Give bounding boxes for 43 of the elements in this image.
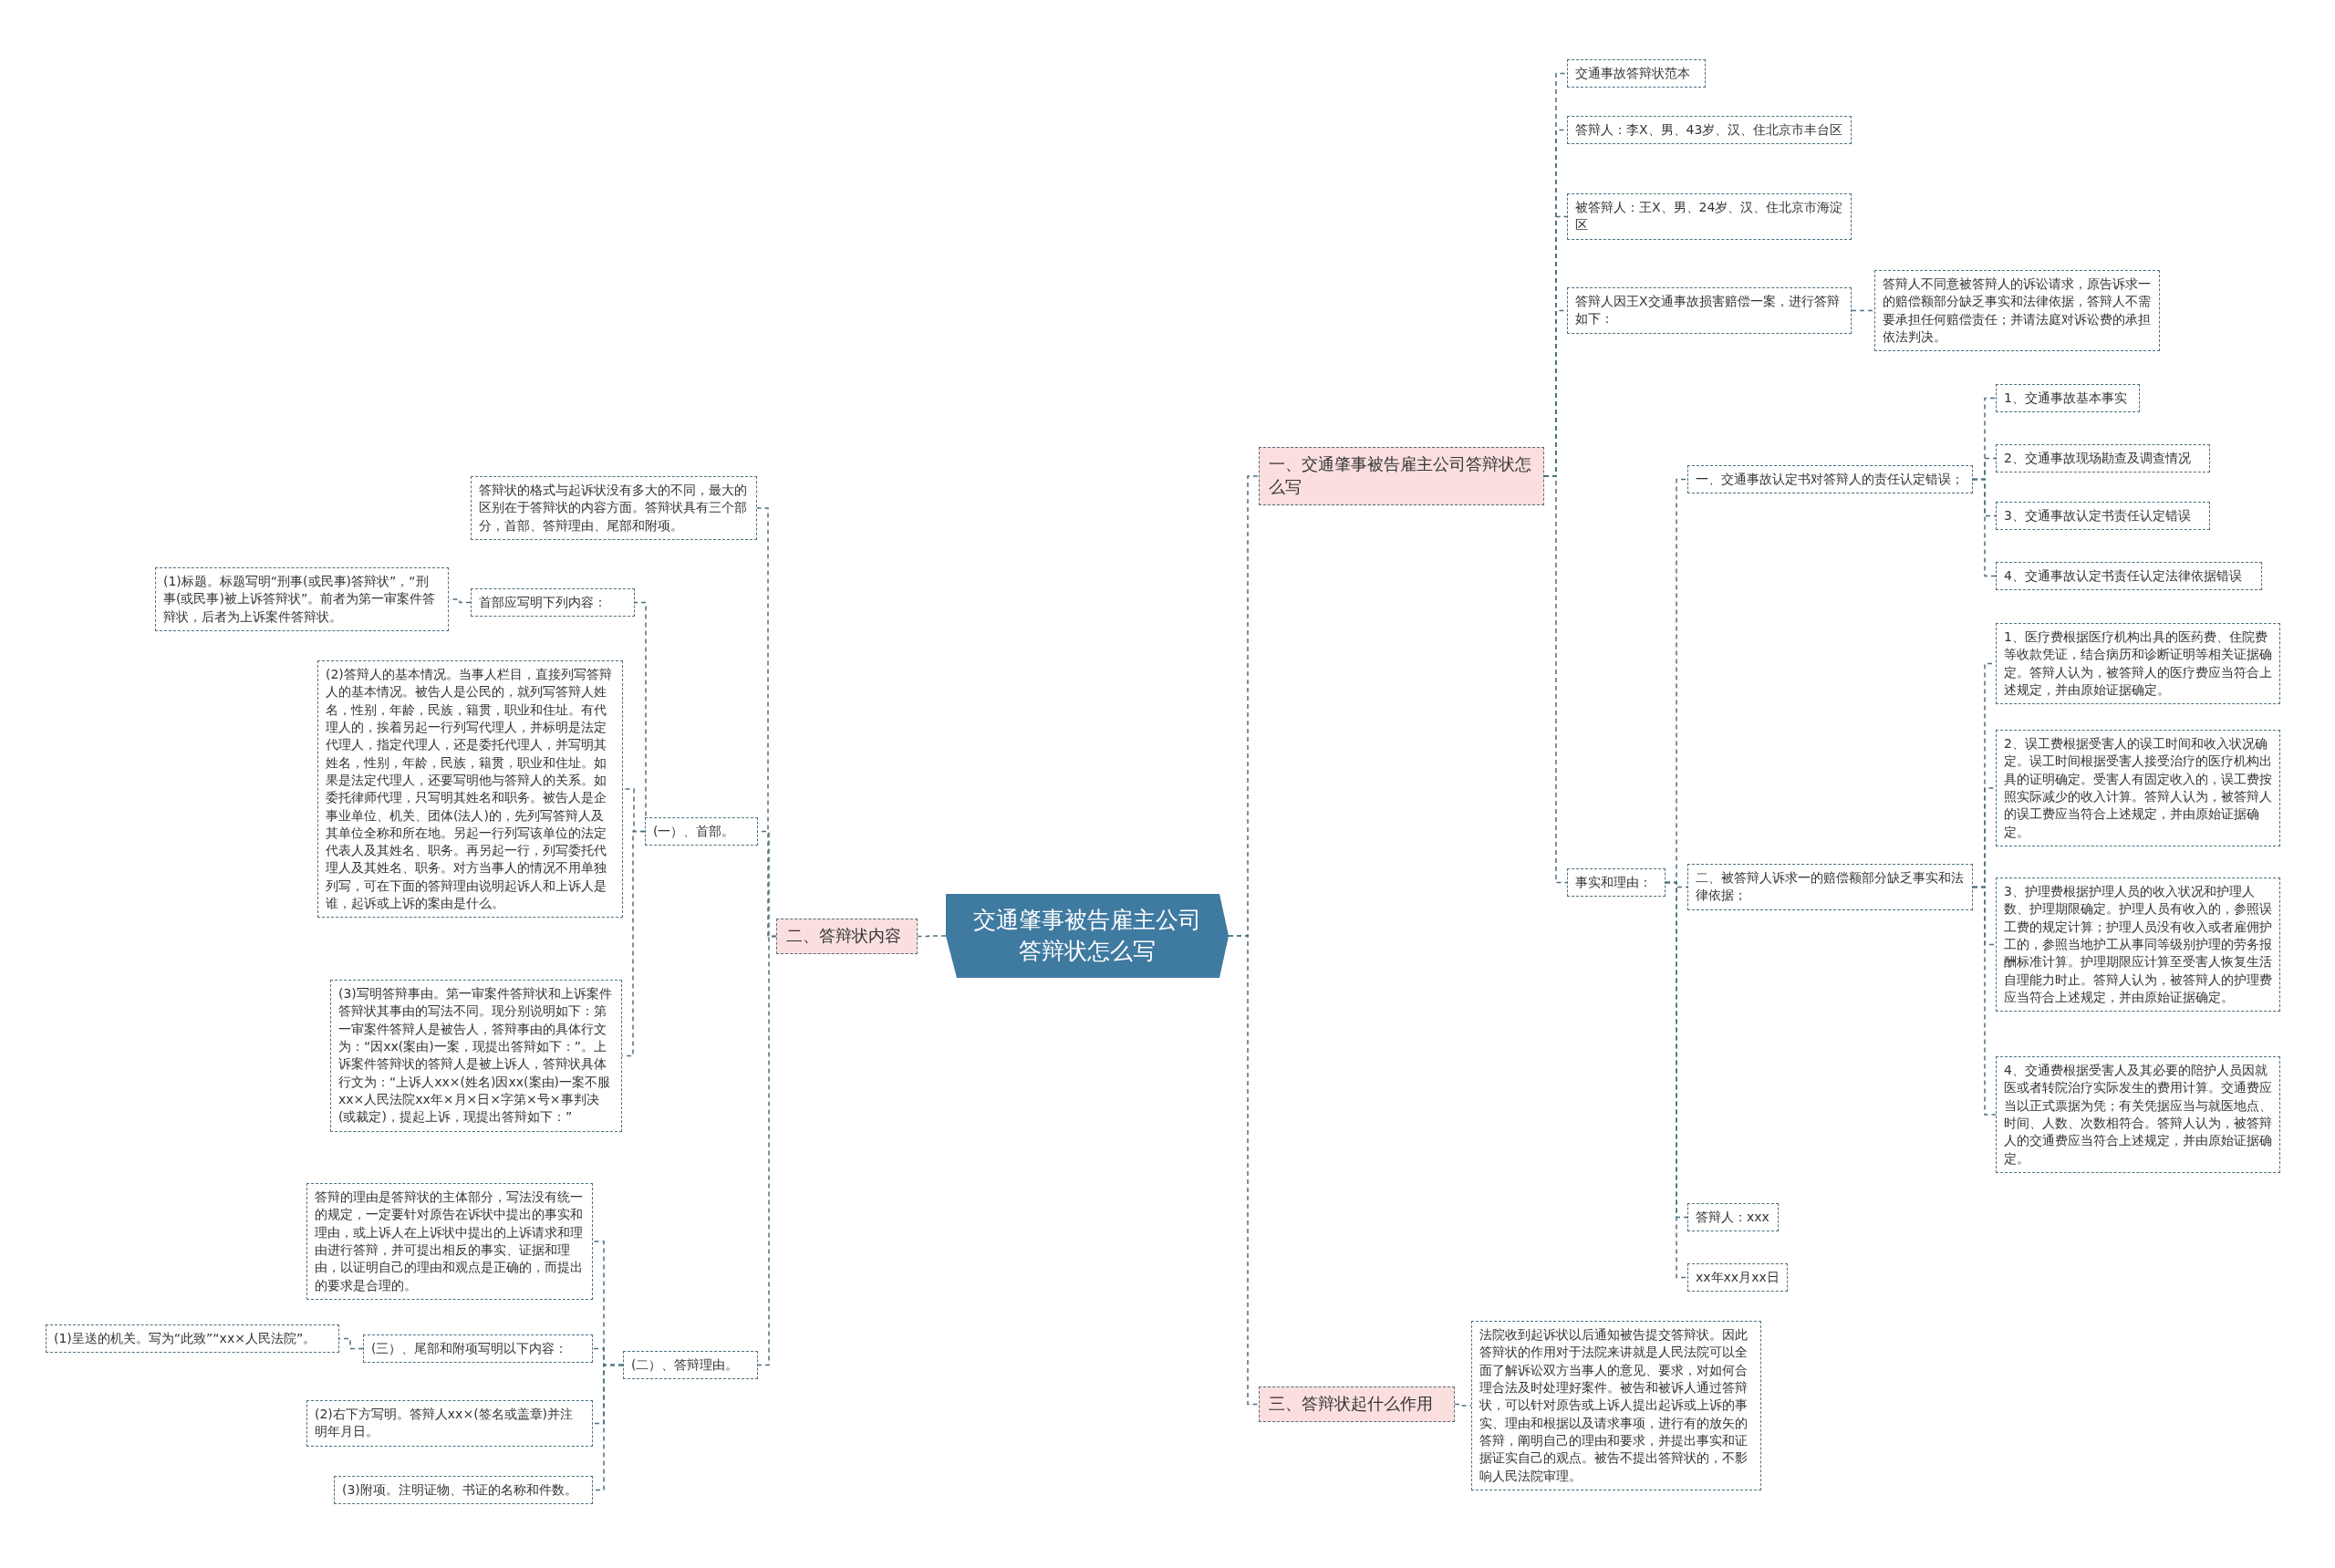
- topic-box: 一、交通事故认定书对答辩人的责任认定错误；: [1687, 465, 1973, 494]
- topic-box: 答辩人不同意被答辩人的诉讼请求，原告诉求一的赔偿额部分缺乏事实和法律依据，答辩人不需要承担任何赔偿责任；并请法庭对诉讼费的承担依法判决。: [1874, 270, 2160, 352]
- topic-box: 4、交通费根据受害人及其必要的陪护人员因就医或者转院治疗实际发生的费用计算。交通费应当以正式票据为凭；有关凭据应当与就医地点、时间、人数、次数相符合。答辩人认为，被答辩人的交通费应当符合上述规定，并由原始证据确定。: [1996, 1056, 2280, 1173]
- topic-box: 4、交通事故认定书责任认定法律依据错误: [1996, 562, 2262, 591]
- topic-box: 法院收到起诉状以后通知被告提交答辩状。因此答辩状的作用对于法院来讲就是人民法院可以全面了解诉讼双方当事人的意见、要求，对如何合理合法及时处理好案件。被告和被诉人通过答辩状，可以针对原告或上诉人提出起诉或上诉的事实、理由和根据以及请求事项，进行有的放矢的答辩，阐明自己的理由和要求，并提出事实和证据证实自己的观点。被告不提出答辩状的，不影响人民法院审理。: [1471, 1321, 1761, 1490]
- connector-line: [917, 935, 947, 938]
- topic-box: xx年xx月xx日: [1687, 1263, 1788, 1293]
- topic-box: 1、交通事故基本事实: [1996, 384, 2140, 413]
- topic-box: 答辩状的格式与起诉状没有多大的不同，最大的区别在于答辩状的内容方面。答辩状具有三个部分，首部、答辩理由、尾部和附项。: [471, 476, 757, 540]
- connector-line: [1972, 478, 1997, 577]
- connector-line: [1665, 881, 1688, 1279]
- central-topic: 交通肇事被告雇主公司答辩状怎么写: [946, 894, 1229, 978]
- topic-box: (2)右下方写明。答辩人xx×(签名或盖章)并注明年月日。: [306, 1400, 593, 1447]
- topic-box: 被答辩人：王X、男、24岁、汉、住北京市海淀区: [1567, 193, 1852, 240]
- branch-topic: 二、答辩状内容: [776, 919, 918, 954]
- topic-box: (3)附项。注明证物、书证的名称和件数。: [334, 1476, 593, 1505]
- topic-box: 答辩人：xxx: [1687, 1203, 1779, 1232]
- topic-box: 事实和理由：: [1567, 868, 1666, 898]
- topic-box: (2)答辩人的基本情况。当事人栏目，直接列写答辩人的基本情况。被告人是公民的，就列写答辩人姓名，性别，年龄，民族，籍贯，职业和住址。有代理人的，挨着另起一行列写代理人，并标明是法定代理人，指定代理人，还是委托代理人，并写明其姓名，性别，年龄，民族，籍贯，职业和住址。如果是法定代理人，还要写明他与答辩人的关系。如委托律师代理，只写明其姓名和职务。被告人是企事业单位、机关、团体(法人)的，先列写答辩人及其单位全称和所在地。另起一行列写该单位的法定代表人及其姓名、职务。再另起一行，列写委托代理人及其姓名、职务。对方当事人的情况不用单独列写，可在下面的答辩理由说明起诉人和上诉人是谁，起诉或上诉的案由是什么。: [317, 660, 623, 919]
- topic-box: (二）、答辩理由。: [623, 1351, 758, 1380]
- connector-line: [1851, 309, 1875, 312]
- branch-topic: 一、交通肇事被告雇主公司答辩状怎么写: [1259, 447, 1544, 505]
- connector-line: [757, 935, 777, 1366]
- topic-box: (3)写明答辩事由。第一审案件答辩状和上诉案件答辩状其事由的写法不同。现分别说明如下：第一审案件答辩人是被告人，答辩事由的具体行文为：“因xx(案由)一案，现提出答辩如下：”。上诉案件答辩状的答辩人是被上诉人，答辩状具体行文为：“上诉人xx×(姓名)因xx(案由)一案不服xx×人民法院xx年×月×日×字第×号×事判决(或裁定)，提起上诉，现提出答辩如下：”: [330, 980, 622, 1132]
- topic-box: 交通事故答辩状范本: [1567, 59, 1706, 88]
- topic-box: 二、被答辩人诉求一的赔偿额部分缺乏事实和法律依据；: [1687, 864, 1973, 910]
- topic-box: (三）、尾部和附项写明以下内容：: [363, 1334, 593, 1364]
- topic-box: 3、护理费根据护理人员的收入状况和护理人数、护理期限确定。护理人员有收入的，参照误工费的规定计算；护理人员没有收入或者雇佣护工的，参照当地护工从事同等级别护理的劳务报酬标准计算。护理期限应计算至受害人恢复生活自理能力时止。答辩人认为，被答辩人的护理费应当符合上述规定，并由原始证据确定。: [1996, 877, 2280, 1012]
- topic-box: (1)标题。标题写明“刑事(或民事)答辩状”，“刑事(或民事)被上诉答辩状”。前者为第一审案件答辩状，后者为上诉案件答辩状。: [155, 567, 449, 631]
- branch-topic: 三、答辩状起什么作用: [1259, 1386, 1455, 1422]
- topic-box: 1、医疗费根据医疗机构出具的医药费、住院费等收款凭证，结合病历和诊断证明等相关证据确定。答辩人认为，被答辩人的医疗费应当符合上述规定，并由原始证据确定。: [1996, 623, 2280, 705]
- connector-line: [1972, 886, 1997, 1116]
- topic-box: 答辩人因王X交通事故损害赔偿一案，进行答辩如下：: [1567, 287, 1852, 334]
- topic-box: 答辩人：李X、男、43岁、汉、住北京市丰台区: [1567, 116, 1852, 145]
- topic-box: 首部应写明下列内容：: [471, 588, 635, 618]
- topic-box: (一）、首部。: [645, 817, 758, 846]
- topic-box: (1)呈送的机关。写为“此致”“xx×人民法院”。: [46, 1324, 339, 1354]
- topic-box: 3、交通事故认定书责任认定错误: [1996, 502, 2210, 531]
- topic-box: 2、误工费根据受害人的误工时间和收入状况确定。误工时间根据受害人接受治疗的医疗机构出具的证明确定。受害人有固定收入的，误工费按照实际减少的收入计算。答辩人认为，被答辩人的误工费应当符合上述规定，并由原始证据确定。: [1996, 730, 2280, 846]
- connector-line: [1228, 935, 1260, 1406]
- connector-line: [1454, 1403, 1472, 1407]
- topic-box: 答辩的理由是答辩状的主体部分，写法没有统一的规定，一定要针对原告在诉状中提出的事实和理由，或上诉人在上诉状中提出的上诉请求和理由进行答辩，并可提出相反的事实、证据和理由，以证明自己的理由和观点是正确的，而提出的要求是合理的。: [306, 1183, 593, 1300]
- topic-box: 2、交通事故现场勘查及调查情况: [1996, 444, 2210, 473]
